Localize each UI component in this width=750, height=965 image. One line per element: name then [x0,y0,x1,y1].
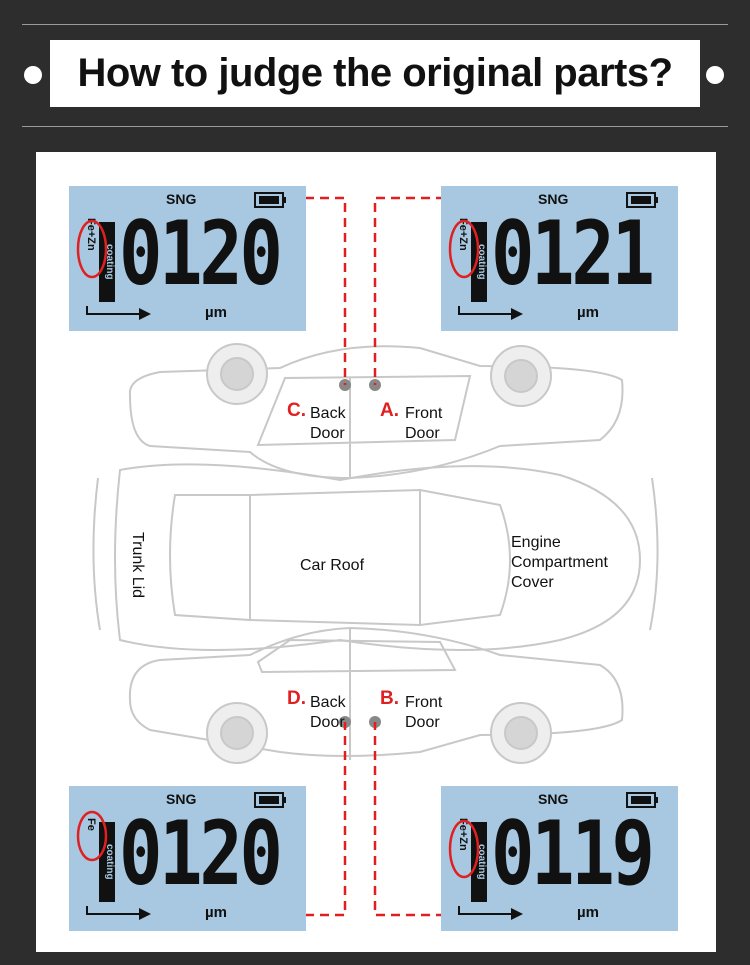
point-b-letter: B. [380,688,399,709]
trunk-lid-label: Trunk Lid [129,531,147,599]
coating-label: coating [99,822,115,902]
bottom-divider [22,126,728,127]
point-c-label-1: Back [310,405,346,422]
point-b-label-2: Door [405,714,440,731]
point-c-label-2: Door [310,425,345,442]
point-b-label-1: Front [405,694,443,711]
title-banner: How to judge the original parts? [50,40,700,107]
battery-icon [254,792,286,808]
reading-value: 0120 [119,202,283,305]
material-highlight-ring [448,819,480,879]
point-a-label-1: Front [405,405,443,422]
page-title: How to judge the original parts? [77,51,673,95]
right-bullet [706,66,724,84]
engine-label-1: Engine [511,534,561,551]
material-highlight-ring [76,219,108,279]
material-highlight-ring [448,219,480,279]
material-highlight-ring [76,810,108,862]
car-roof-label: Car Roof [300,557,365,574]
battery-icon [254,192,286,208]
engine-label-3: Cover [511,574,554,591]
brand-label: SNG [166,191,197,207]
brand-label: SNG [538,791,569,807]
reading-value: 0119 [491,802,655,905]
engine-label-2: Compartment [511,554,608,571]
point-d-label-2: Door [310,714,345,731]
arrow-icon [511,908,523,920]
reading-value: 0121 [491,202,655,305]
left-bullet [24,66,42,84]
arrow-icon [139,908,151,920]
point-c-letter: C. [287,400,306,421]
gauge-c: SNG Fe+Zn coating 0120 µm [69,186,306,331]
reading-value: 0120 [119,802,283,905]
coating-label: coating [471,222,487,302]
gauge-d: SNG Fe coating 0120 µm [69,786,306,931]
brand-label: SNG [538,191,569,207]
unit-label: µm [577,904,599,921]
material-label: Fe [85,818,97,831]
arrow-icon [511,308,523,320]
unit-label: µm [577,304,599,321]
battery-icon [626,192,658,208]
arrow-icon [139,308,151,320]
point-a-letter: A. [380,400,399,421]
material-label: Fe+Zn [457,218,469,251]
coating-label: coating [471,822,487,902]
gauge-b: SNG Fe+Zn coating 0119 µm [441,786,678,931]
material-label: Fe+Zn [85,218,97,251]
brand-label: SNG [166,791,197,807]
point-d-label-1: Back [310,694,346,711]
material-label: Fe+Zn [457,818,469,851]
battery-icon [626,792,658,808]
point-a-label-2: Door [405,425,440,442]
top-divider [22,24,728,25]
coating-label: coating [99,222,115,302]
point-d-letter: D. [287,688,306,709]
unit-label: µm [205,304,227,321]
unit-label: µm [205,904,227,921]
gauge-a: SNG Fe+Zn coating 0121 µm [441,186,678,331]
